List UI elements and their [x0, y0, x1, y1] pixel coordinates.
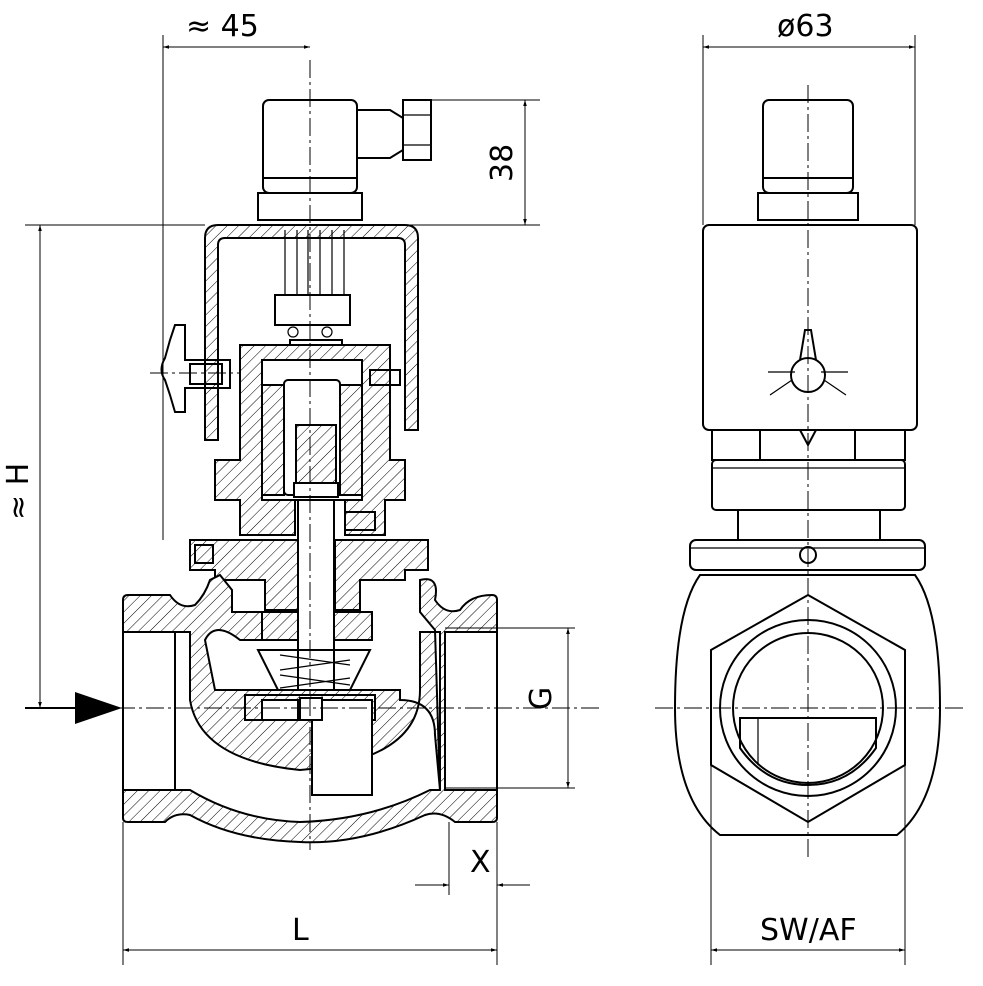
locking-handle [160, 324, 231, 413]
flow-direction-arrow-icon [75, 692, 122, 724]
dim-width-approx: ≈ 45 [186, 9, 259, 44]
dim-wrench-size: SW/AF [760, 913, 857, 948]
dim-diameter: ø63 [777, 9, 834, 44]
dim-length: L [292, 913, 309, 948]
side-view [655, 85, 965, 860]
terminal-block [274, 230, 351, 361]
coil-housing [702, 224, 918, 431]
dim-connector-height: 38 [485, 144, 520, 182]
valve-stem [297, 499, 335, 701]
dim-height-approx: ≈ H [1, 463, 36, 520]
front-section-view [25, 60, 600, 850]
solenoid-housing [204, 224, 419, 441]
dim-thread: G [524, 687, 559, 710]
side-dimensions: ø63 SW/AF [702, 9, 916, 965]
front-dimensions: ≈ 45 38 ≈ H G X L [1, 9, 575, 965]
connector-plug [257, 99, 432, 221]
dim-x: X [470, 845, 491, 880]
